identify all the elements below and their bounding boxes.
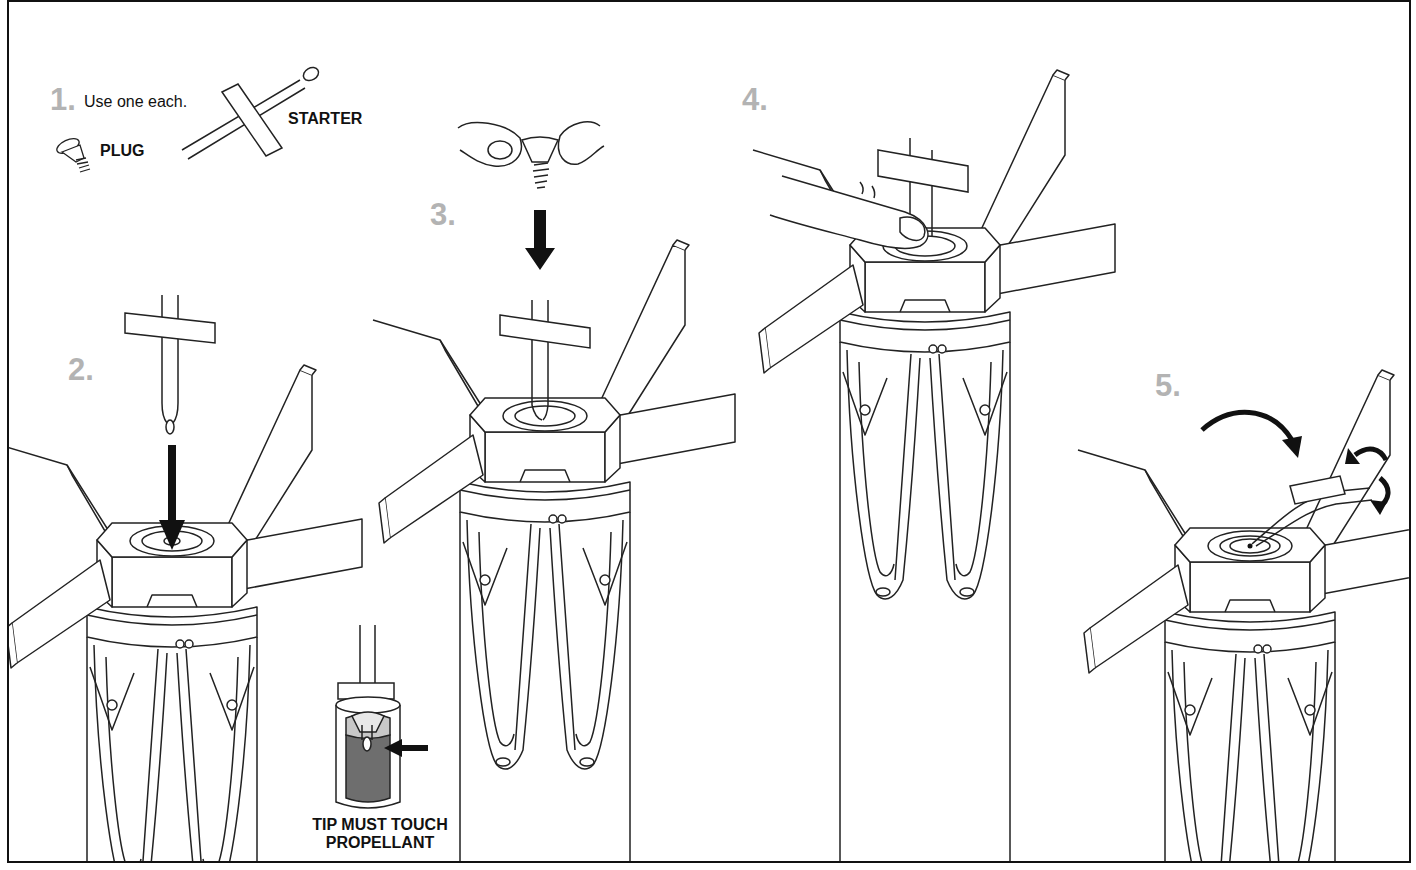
warning-note: TIP MUST TOUCH PROPELLANT [290, 816, 470, 851]
illustration-part [500, 315, 590, 348]
step-number: 5. [1155, 369, 1181, 403]
illustration-part [1290, 476, 1345, 504]
illustration-part [363, 737, 371, 751]
illustration-part [770, 176, 928, 248]
illustration-part [488, 141, 512, 159]
step-number: 3. [430, 198, 456, 232]
step-number: 1. [50, 83, 76, 117]
illustration-part [336, 705, 400, 808]
rocket-tail [373, 240, 735, 861]
installed-starter [500, 300, 590, 420]
illustration-part [336, 697, 400, 713]
illustration-part [900, 217, 925, 240]
illustration-part [76, 158, 90, 172]
bend-arrows [1202, 412, 1388, 508]
starter [125, 295, 215, 434]
illustration-part [1202, 412, 1292, 440]
rocket-tail [1078, 370, 1409, 861]
illustration-part [384, 739, 428, 757]
illustration-part [558, 122, 604, 164]
down-arrow [159, 445, 185, 550]
rocket-tail [753, 70, 1115, 861]
illustration-part [1248, 544, 1253, 549]
illustration-part [1345, 448, 1360, 464]
arrow-heads [1282, 436, 1387, 515]
part-name: STARTER [288, 110, 362, 128]
part-name: PLUG [100, 142, 144, 160]
illustration-part [222, 84, 282, 156]
rocket-tail [9, 365, 362, 861]
illustration-part [1370, 500, 1387, 515]
illustration-part [352, 712, 384, 732]
step-number: 4. [742, 83, 768, 117]
illustration-part [533, 163, 549, 188]
pressing-finger [770, 176, 928, 248]
note-text: Use one each. [84, 93, 187, 111]
plug-icon [55, 135, 90, 172]
bent-starter [1252, 476, 1372, 546]
illustration-part [532, 300, 548, 420]
illustration-part [860, 182, 875, 198]
illustration-part [301, 65, 321, 83]
illustration-part [522, 137, 558, 162]
down-arrow [525, 210, 555, 270]
engine-cutaway [336, 625, 428, 808]
illustration-part [878, 150, 968, 192]
illustration-part [182, 80, 305, 159]
hand-with-plug [458, 122, 604, 188]
illustration-part [346, 735, 390, 802]
illustration-part [9, 65, 1409, 861]
illustration-part [1282, 436, 1302, 458]
illustration-part [1355, 449, 1386, 460]
step-number: 2. [68, 353, 94, 387]
illustration-part [458, 123, 521, 167]
frame [8, 1, 1410, 862]
